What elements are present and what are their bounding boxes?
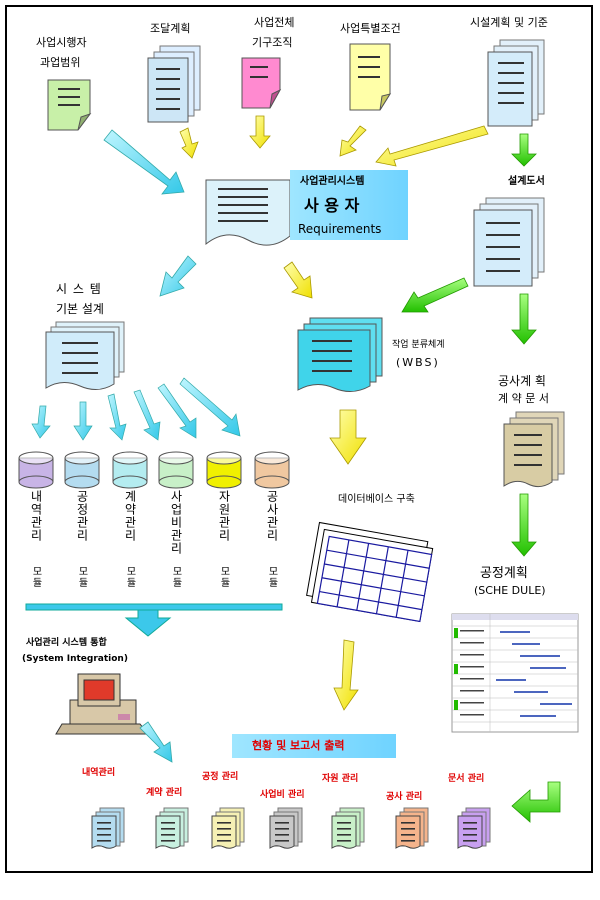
arrow-drawing-to-wbs xyxy=(401,277,469,313)
schedule-gantt-chart xyxy=(451,613,579,733)
arrow-wbs-to-database xyxy=(329,409,367,465)
module-suffix: 모듈 xyxy=(218,566,229,588)
requirements-doc-icon xyxy=(205,179,291,246)
schedule-label-1: 공정계획 xyxy=(480,566,528,581)
module-suffix: 모듈 xyxy=(124,566,135,588)
special-doc-icon xyxy=(349,43,392,111)
standard-doc-icon xyxy=(487,39,545,127)
design-drawing-label: 설계도서 xyxy=(508,176,545,187)
output-doc-icon xyxy=(395,807,429,849)
requirements-highlight xyxy=(290,170,408,240)
module-label: 공사관리 xyxy=(265,490,279,542)
wbs-label-1: 작업 분류체계 xyxy=(392,340,445,350)
arrow-database-to-report xyxy=(333,639,359,711)
report-highlight xyxy=(232,734,396,758)
scope-doc-icon xyxy=(47,79,92,131)
contract-label-2: 계 약 문 서 xyxy=(498,392,549,405)
output-label: 내역관리 xyxy=(82,768,116,778)
scope-label-1: 사업시행자 xyxy=(36,36,87,49)
procurement-doc-icon xyxy=(147,45,201,123)
arrow-schedule-return xyxy=(511,781,561,823)
system-design-label-1: 시 스 템 xyxy=(56,282,102,296)
scope-label-2: 과업범위 xyxy=(40,56,81,69)
database-label: 데이터베이스 구축 xyxy=(338,494,415,505)
design-drawing-doc-icon xyxy=(473,197,545,287)
output-doc-icon xyxy=(91,807,125,849)
diagram-frame xyxy=(5,5,593,873)
org-label-1: 사업전체 xyxy=(254,16,295,29)
output-doc-icon xyxy=(211,807,245,849)
contract-doc-icon xyxy=(503,411,565,488)
output-label: 공정 관리 xyxy=(202,772,239,782)
module-cylinder-icon xyxy=(206,451,242,489)
output-label: 공사 관리 xyxy=(386,792,423,802)
module-label: 계약관리 xyxy=(123,490,137,542)
arrow-org-down xyxy=(249,115,271,149)
arrow-procurement-down xyxy=(179,127,199,159)
module-label: 공정관리 xyxy=(75,490,89,542)
output-doc-icon xyxy=(155,807,189,849)
integration-label-2: (System Integration) xyxy=(22,654,128,664)
module-cylinder-icon xyxy=(112,451,148,489)
output-label: 계약 관리 xyxy=(146,788,183,798)
arrow-standard-to-drawing xyxy=(511,133,537,167)
contract-label-1: 공사계 획 xyxy=(498,374,546,388)
procurement-label: 조달계획 xyxy=(150,22,191,35)
output-label: 문서 관리 xyxy=(448,774,485,784)
report-label: 현황 및 보고서 출력 xyxy=(252,739,345,752)
schedule-label-2: (SCHE DULE) xyxy=(474,584,546,597)
org-doc-icon xyxy=(241,57,282,109)
output-label: 자원 관리 xyxy=(322,774,359,784)
standard-label: 시설계획 및 기준 xyxy=(470,16,548,29)
module-suffix: 모듈 xyxy=(30,566,41,588)
output-doc-icon xyxy=(457,807,491,849)
arrow-contract-to-schedule xyxy=(511,493,537,557)
computer-icon xyxy=(55,673,150,735)
arrow-scope-to-requirements xyxy=(103,129,185,195)
module-suffix: 모듈 xyxy=(76,566,87,588)
output-doc-icon xyxy=(269,807,303,849)
module-label: 자원관리 xyxy=(217,490,231,542)
output-doc-icon xyxy=(331,807,365,849)
requirements-subtitle: Requirements xyxy=(298,222,382,236)
database-grid-icon xyxy=(306,521,434,623)
module-label: 사업비관리 xyxy=(169,490,183,555)
system-design-label-2: 기본 설계 xyxy=(56,302,104,316)
arrow-drawing-to-contract xyxy=(511,293,537,345)
system-design-doc-icon xyxy=(45,321,125,390)
output-label: 사업비 관리 xyxy=(260,790,305,800)
module-suffix: 모듈 xyxy=(266,566,277,588)
merge-arrow xyxy=(25,603,283,637)
module-cylinder-icon xyxy=(64,451,100,489)
module-cylinder-icon xyxy=(254,451,290,489)
org-label-2: 기구조직 xyxy=(252,36,293,49)
integration-label-1: 사업관리 시스템 통합 xyxy=(26,638,107,648)
module-cylinder-icon xyxy=(18,451,54,489)
output-docs xyxy=(91,807,491,849)
special-label: 사업특별조건 xyxy=(340,22,401,35)
wbs-label-2: (WBS) xyxy=(396,356,440,369)
module-suffix: 모듈 xyxy=(170,566,181,588)
module-fan-arrows xyxy=(31,377,241,441)
arrow-computer-to-outputs xyxy=(139,721,173,763)
wbs-doc-icon xyxy=(297,317,383,392)
arrow-standard-to-requirements xyxy=(375,125,489,167)
module-cylinders xyxy=(18,451,290,489)
arrow-special-down xyxy=(339,125,367,157)
arrow-requirements-to-wbs xyxy=(283,261,313,299)
requirements-user: 사 용 자 xyxy=(304,196,360,215)
requirements-title: 사업관리시스템 xyxy=(300,176,365,187)
module-cylinder-icon xyxy=(158,451,194,489)
module-label: 내역관리 xyxy=(29,490,43,542)
arrow-requirements-to-system-design xyxy=(159,255,197,297)
